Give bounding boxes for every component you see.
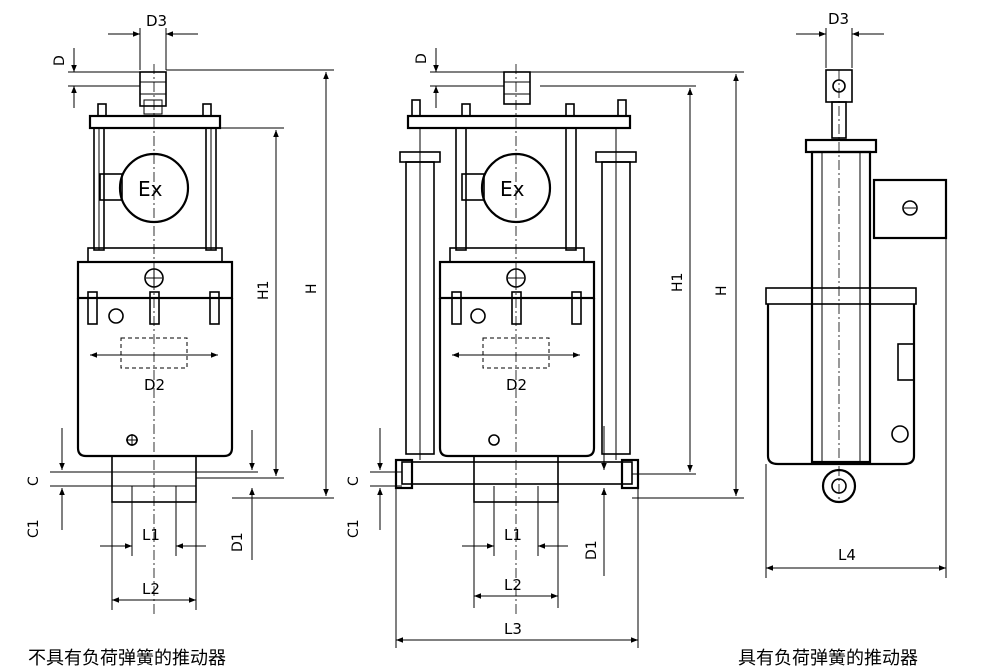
dim2-label-d2: D2 <box>506 376 527 394</box>
dim-label-l1: L1 <box>142 526 160 544</box>
dim2-label-h: H <box>714 285 730 296</box>
dim-label-d: D <box>52 55 68 66</box>
dim-label-d2: D2 <box>144 376 165 394</box>
ex-mark-view1: Ex <box>138 177 163 201</box>
dim2-label-l1: L1 <box>504 526 522 544</box>
dim-label-l2: L2 <box>142 580 160 598</box>
view-side <box>765 69 948 504</box>
dim2-label-l2: L2 <box>504 576 522 594</box>
ex-mark-view2: Ex <box>500 177 525 201</box>
view2-dimensions: D H H1 D2 C C1 D1 L1 L2 <box>346 48 744 648</box>
dim2-label-h1: H1 <box>670 273 686 292</box>
dim-label-h1: H1 <box>256 281 272 300</box>
view1-dimensions: D3 D H H1 D2 C C1 D1 <box>26 12 334 610</box>
dim2-label-d1: D1 <box>584 540 600 560</box>
dim-label-d3: D3 <box>146 12 167 30</box>
dim2-label-l3: L3 <box>504 620 522 638</box>
view3-dimensions: D3 L4 <box>765 10 947 578</box>
caption-without-spring: 不具有负荷弹簧的推动器 <box>28 648 226 669</box>
dim2-label-c1: C1 <box>346 519 362 538</box>
dim-label-c: C <box>26 476 42 486</box>
dim2-label-d: D <box>414 53 430 64</box>
dim2-label-c: C <box>346 476 362 486</box>
dim3-label-d3: D3 <box>828 10 849 28</box>
caption-with-spring: 具有负荷弹簧的推动器 <box>738 648 918 669</box>
dim-label-h: H <box>304 283 320 294</box>
dim3-label-l4: L4 <box>838 546 856 564</box>
dim-label-d1: D1 <box>230 532 246 552</box>
dim-label-c1: C1 <box>26 519 42 538</box>
